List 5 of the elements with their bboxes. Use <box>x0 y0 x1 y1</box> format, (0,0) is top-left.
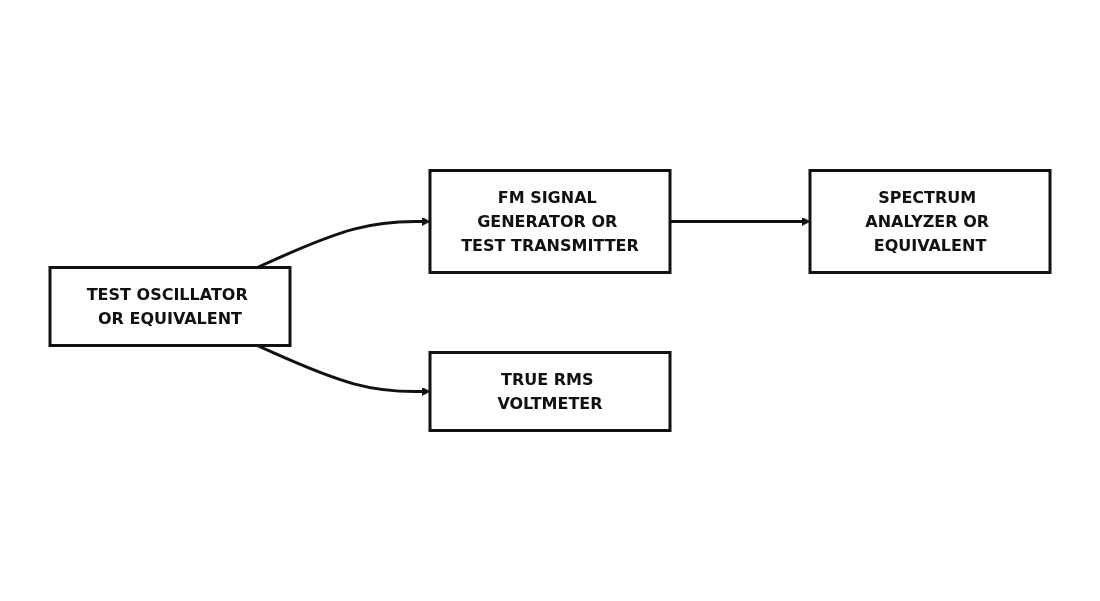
node-box: TRUE RMS VOLTMETER <box>428 351 672 432</box>
node-box: TEST OSCILLATOR OR EQUIVALENT <box>48 266 292 347</box>
node-box: FM SIGNAL GENERATOR OR TEST TRANSMITTER <box>428 169 672 274</box>
arrow <box>670 217 811 226</box>
node-box: SPECTRUM ANALYZER OR EQUIVALENT <box>808 169 1052 274</box>
